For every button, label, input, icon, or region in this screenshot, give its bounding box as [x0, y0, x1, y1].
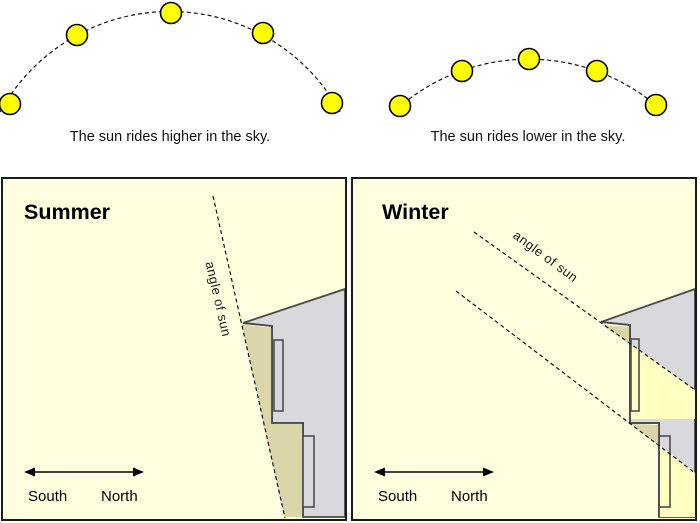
- sun-icon: [388, 94, 412, 118]
- sun-icon: [517, 47, 541, 71]
- arrowhead-left: [24, 467, 35, 477]
- sun-icon: [585, 59, 609, 83]
- north-south-arrow: [24, 467, 144, 477]
- arrowhead-left: [374, 467, 385, 477]
- sun-icon: [65, 23, 89, 47]
- angle-of-sun-line-lower: [455, 290, 695, 474]
- south-label: South: [378, 488, 417, 505]
- lower-window: [302, 435, 315, 508]
- arrowhead-right: [133, 467, 144, 477]
- shadow-region: [242, 324, 303, 517]
- north-label: North: [451, 488, 488, 505]
- sun-icon: [450, 59, 474, 83]
- winter-panel: Winter angle of sun South North: [351, 177, 697, 521]
- sunlight-region-upper: [630, 343, 695, 419]
- sun-icon: [0, 92, 22, 116]
- upper-window: [273, 339, 284, 412]
- angle-of-sun-line: [212, 195, 286, 518]
- north-label: North: [101, 488, 138, 505]
- sun-icon: [644, 93, 668, 117]
- sun-arc-low-group: The sun rides lower in the sky.: [388, 47, 668, 145]
- angle-of-sun-label: angle of sun: [510, 227, 581, 285]
- sun-path-arc-high: [0, 10, 341, 113]
- suns-low: [388, 47, 668, 118]
- south-label: South: [28, 488, 67, 505]
- upper-window: [630, 338, 640, 412]
- arrowhead-right: [483, 467, 494, 477]
- panel-title-winter: Winter: [382, 200, 449, 224]
- sun-icon: [251, 21, 275, 45]
- caption-sun-higher: The sun rides higher in the sky.: [70, 129, 270, 145]
- panel-title-summer: Summer: [24, 200, 111, 224]
- angle-of-sun-line-upper: [473, 231, 695, 391]
- sun-arc-high-group: The sun rides higher in the sky.: [0, 1, 344, 145]
- caption-sun-lower: The sun rides lower in the sky.: [431, 129, 626, 145]
- north-south-arrow: [374, 467, 494, 477]
- sunlight-region-lower: [659, 445, 695, 517]
- sky-diagrams: The sun rides higher in the sky. The sun…: [0, 1, 668, 145]
- sun-icon: [320, 91, 344, 115]
- suns-high: [0, 1, 344, 116]
- lower-window: [658, 435, 671, 508]
- eave-shadow-upper: [602, 325, 630, 344]
- summer-panel: Summer angle of sun South North: [1, 177, 347, 521]
- sun-icon: [159, 1, 183, 25]
